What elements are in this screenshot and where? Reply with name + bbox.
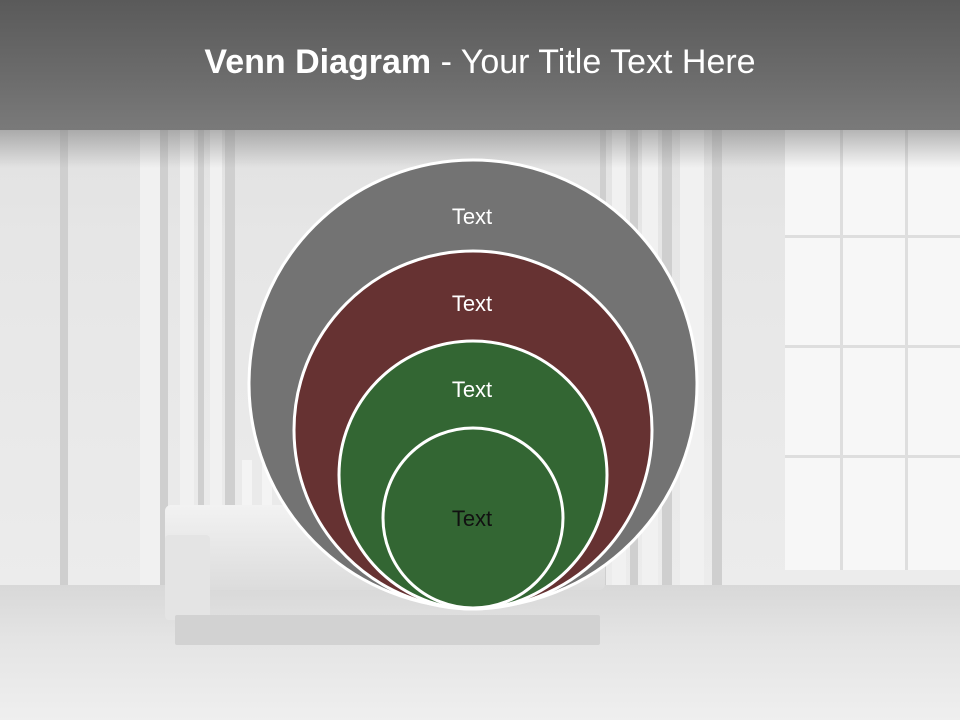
wall-stripe bbox=[198, 130, 204, 600]
background-window bbox=[785, 130, 960, 570]
window-mullion bbox=[785, 235, 960, 238]
wall-stripe bbox=[160, 130, 168, 600]
wall-stripe bbox=[180, 130, 194, 600]
inner-circle-label: Text bbox=[452, 506, 492, 531]
background-sofa-base bbox=[175, 615, 600, 645]
wall-stripe bbox=[60, 130, 68, 600]
wall-stripe bbox=[140, 130, 160, 600]
window-mullion bbox=[785, 345, 960, 348]
window-mullion bbox=[905, 130, 908, 570]
inner-circle[interactable] bbox=[381, 426, 565, 610]
window-mullion bbox=[785, 455, 960, 458]
window-mullion bbox=[840, 130, 843, 570]
third-circle-label: Text bbox=[452, 377, 492, 402]
slide-title-bold: Venn Diagram bbox=[204, 43, 432, 81]
slide-title-rest: - Your Title Text Here bbox=[431, 43, 756, 81]
outer-circle-label: Text bbox=[452, 204, 492, 229]
background-sofa-arm bbox=[165, 535, 210, 620]
wall-stripe bbox=[210, 130, 222, 600]
wall-stripe bbox=[225, 130, 235, 600]
second-circle-label: Text bbox=[452, 291, 492, 316]
wall-stripe bbox=[712, 130, 722, 600]
title-bar bbox=[0, 0, 960, 130]
slide-title: Venn Diagram - Your Title Text Here bbox=[0, 42, 960, 82]
